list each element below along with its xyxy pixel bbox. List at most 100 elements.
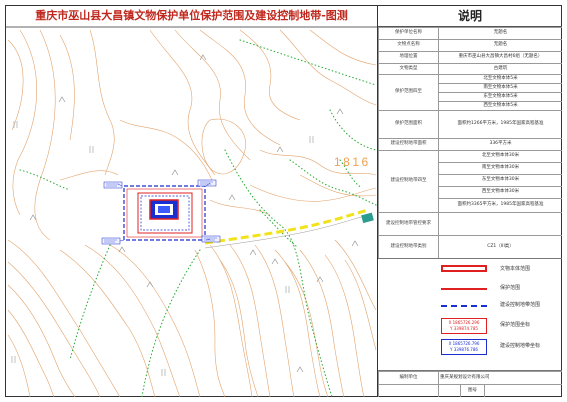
contour-line <box>89 29 115 176</box>
footer-table: 编制单位 重庆某规划设计有限公司 图号 <box>378 370 562 397</box>
contour-line <box>219 259 259 397</box>
contour-line <box>239 29 301 121</box>
contour-line <box>279 29 377 106</box>
contour-line <box>7 239 121 397</box>
contour-line <box>209 199 271 216</box>
contour-line <box>7 309 55 397</box>
table-row: 建设控制地带四至 北至文物本体30米 <box>378 150 562 213</box>
row-label: 文物点名称 <box>378 39 439 52</box>
legend-item-protection: 保护范围 <box>378 281 562 299</box>
contour-line <box>119 119 213 181</box>
control-bound: 南至文物本体30米 <box>438 162 562 175</box>
table-row: 编制单位 重庆某规划设计有限公司 <box>378 371 562 385</box>
coord-y: Y 339874.785 <box>450 326 478 331</box>
protection-zone-boundary <box>137 192 193 234</box>
contour-line <box>12 29 37 216</box>
road-edge <box>204 214 369 249</box>
contour-line <box>274 249 321 397</box>
table-row: 文物类型 古建筑 <box>378 63 562 75</box>
legend-symbol-body <box>441 265 487 272</box>
row-label: 地理位置 <box>378 51 439 64</box>
protection-bounds-label: 保护范围四至 <box>378 74 439 111</box>
contour-line <box>249 184 377 202</box>
control-bounds-label: 建设控制地带四至 <box>378 150 439 213</box>
row-label: 文物类型 <box>378 63 439 75</box>
coord-x: X 1865726.796 <box>448 341 480 346</box>
contour-line <box>149 29 216 176</box>
topographic-map: 1816 <box>5 26 377 397</box>
control-rule-label: 建设控制地带管控要求 <box>378 212 439 236</box>
contour-line <box>199 29 281 146</box>
table-row: 图号 <box>378 384 562 397</box>
control-area-value: 336平方米 <box>438 138 562 151</box>
org-value: 重庆某规划设计有限公司 <box>438 371 562 385</box>
legend-item-body: 文物本体范围 <box>378 262 562 280</box>
vegetation-symbols <box>29 54 359 373</box>
control-area-label: 建设控制地带面积 <box>378 138 439 151</box>
contour-line <box>7 284 76 397</box>
footpath <box>239 39 377 86</box>
row-label: 保护单位名称 <box>378 27 439 40</box>
contour-line <box>254 244 295 397</box>
protection-bound: 南至文物本体5米 <box>438 83 562 93</box>
protection-zone-inner-line <box>140 195 190 231</box>
drawing-no-value <box>484 384 562 397</box>
drawing-no-label: 图号 <box>460 384 485 397</box>
contour-line <box>7 261 101 397</box>
contour-line <box>7 39 24 131</box>
contour-lines <box>7 29 377 397</box>
table-row: 保护单位名称 无题名 <box>378 27 562 40</box>
control-bound: 北至文物本体30米 <box>438 150 562 163</box>
contour-line <box>299 249 345 397</box>
footpath <box>141 249 201 397</box>
contour-line <box>174 29 251 161</box>
farmland-symbols <box>11 121 314 376</box>
footpath <box>224 149 333 397</box>
legend-label: 建设控制地带范围 <box>500 302 541 308</box>
legend-label: 保护范围坐标 <box>500 322 531 328</box>
contour-line <box>334 239 377 311</box>
contour-line <box>59 170 119 181</box>
coord-x: X 1865726.296 <box>448 320 480 325</box>
legend-item-control: 建设控制地带范围 <box>378 298 562 316</box>
map-title: 重庆市巫山县大昌镇文物保护单位保护范围及建设控制地带-图测 <box>35 9 348 22</box>
info-table: 保护单位名称 无题名 文物点名称 无题名 地理位置 重庆市巫山县大昌镇大昌村6组… <box>378 27 562 258</box>
contour-line <box>229 244 271 397</box>
control-rule-value <box>438 212 562 236</box>
legend-label: 保护范围 <box>500 285 521 291</box>
row-value: 古建筑 <box>438 63 562 75</box>
protection-bound: 北至文物本体5米 <box>438 74 562 84</box>
contour-line <box>299 174 377 197</box>
protection-bound: 西至文物本体5米 <box>438 101 562 111</box>
footpaths <box>19 39 377 397</box>
contour-line <box>259 149 377 176</box>
elevation-label: 1816 <box>334 155 371 169</box>
contour-line <box>324 254 365 397</box>
contour-line <box>59 34 75 141</box>
legend-symbol-control-line <box>441 305 487 307</box>
control-bound: 东至文物本体30米 <box>438 174 562 187</box>
table-row: 保护范围面积 面积约1266平方米，1985年国家高程基准 <box>378 110 562 139</box>
contour-line <box>109 244 201 397</box>
row-value: 无题名 <box>438 39 562 52</box>
legend-item-control-coord: X 1865726.796 Y 339876.786 建设控制地带坐标 <box>378 339 562 357</box>
contour-line <box>194 249 226 397</box>
explanation-panel: 说明 保护单位名称 无题名 文物点名称 无题名 地理位置 重庆市巫山县大昌镇大昌… <box>377 5 562 397</box>
legend-label: 文物本体范围 <box>500 266 531 272</box>
bridge-marker <box>361 212 374 224</box>
coord-y: Y 339876.786 <box>450 347 478 352</box>
legend: 文物本体范围 保护范围 建设控制地带范围 X 1865726.296 Y 339… <box>378 258 562 370</box>
coordinate-tags <box>101 179 221 245</box>
footer-blank <box>438 384 461 397</box>
contour-line <box>344 259 377 351</box>
table-row: 建设控制地带面积 336平方米 <box>378 138 562 151</box>
legend-symbol-protection-line <box>441 288 487 290</box>
footpath <box>339 159 363 189</box>
control-class-label: 建设控制地带类别 <box>378 235 439 258</box>
contour-line <box>84 244 181 397</box>
legend-symbol-control-coord: X 1865726.796 Y 339876.786 <box>441 339 487 355</box>
table-row: 保护范围四至 北至文物本体5米 <box>378 74 562 111</box>
legend-item-protection-coord: X 1865726.296 Y 339874.785 保护范围坐标 <box>378 318 562 336</box>
contour-line <box>309 29 377 66</box>
protection-area-value: 面积约1266平方米，1985年国家高程基准 <box>438 110 562 139</box>
